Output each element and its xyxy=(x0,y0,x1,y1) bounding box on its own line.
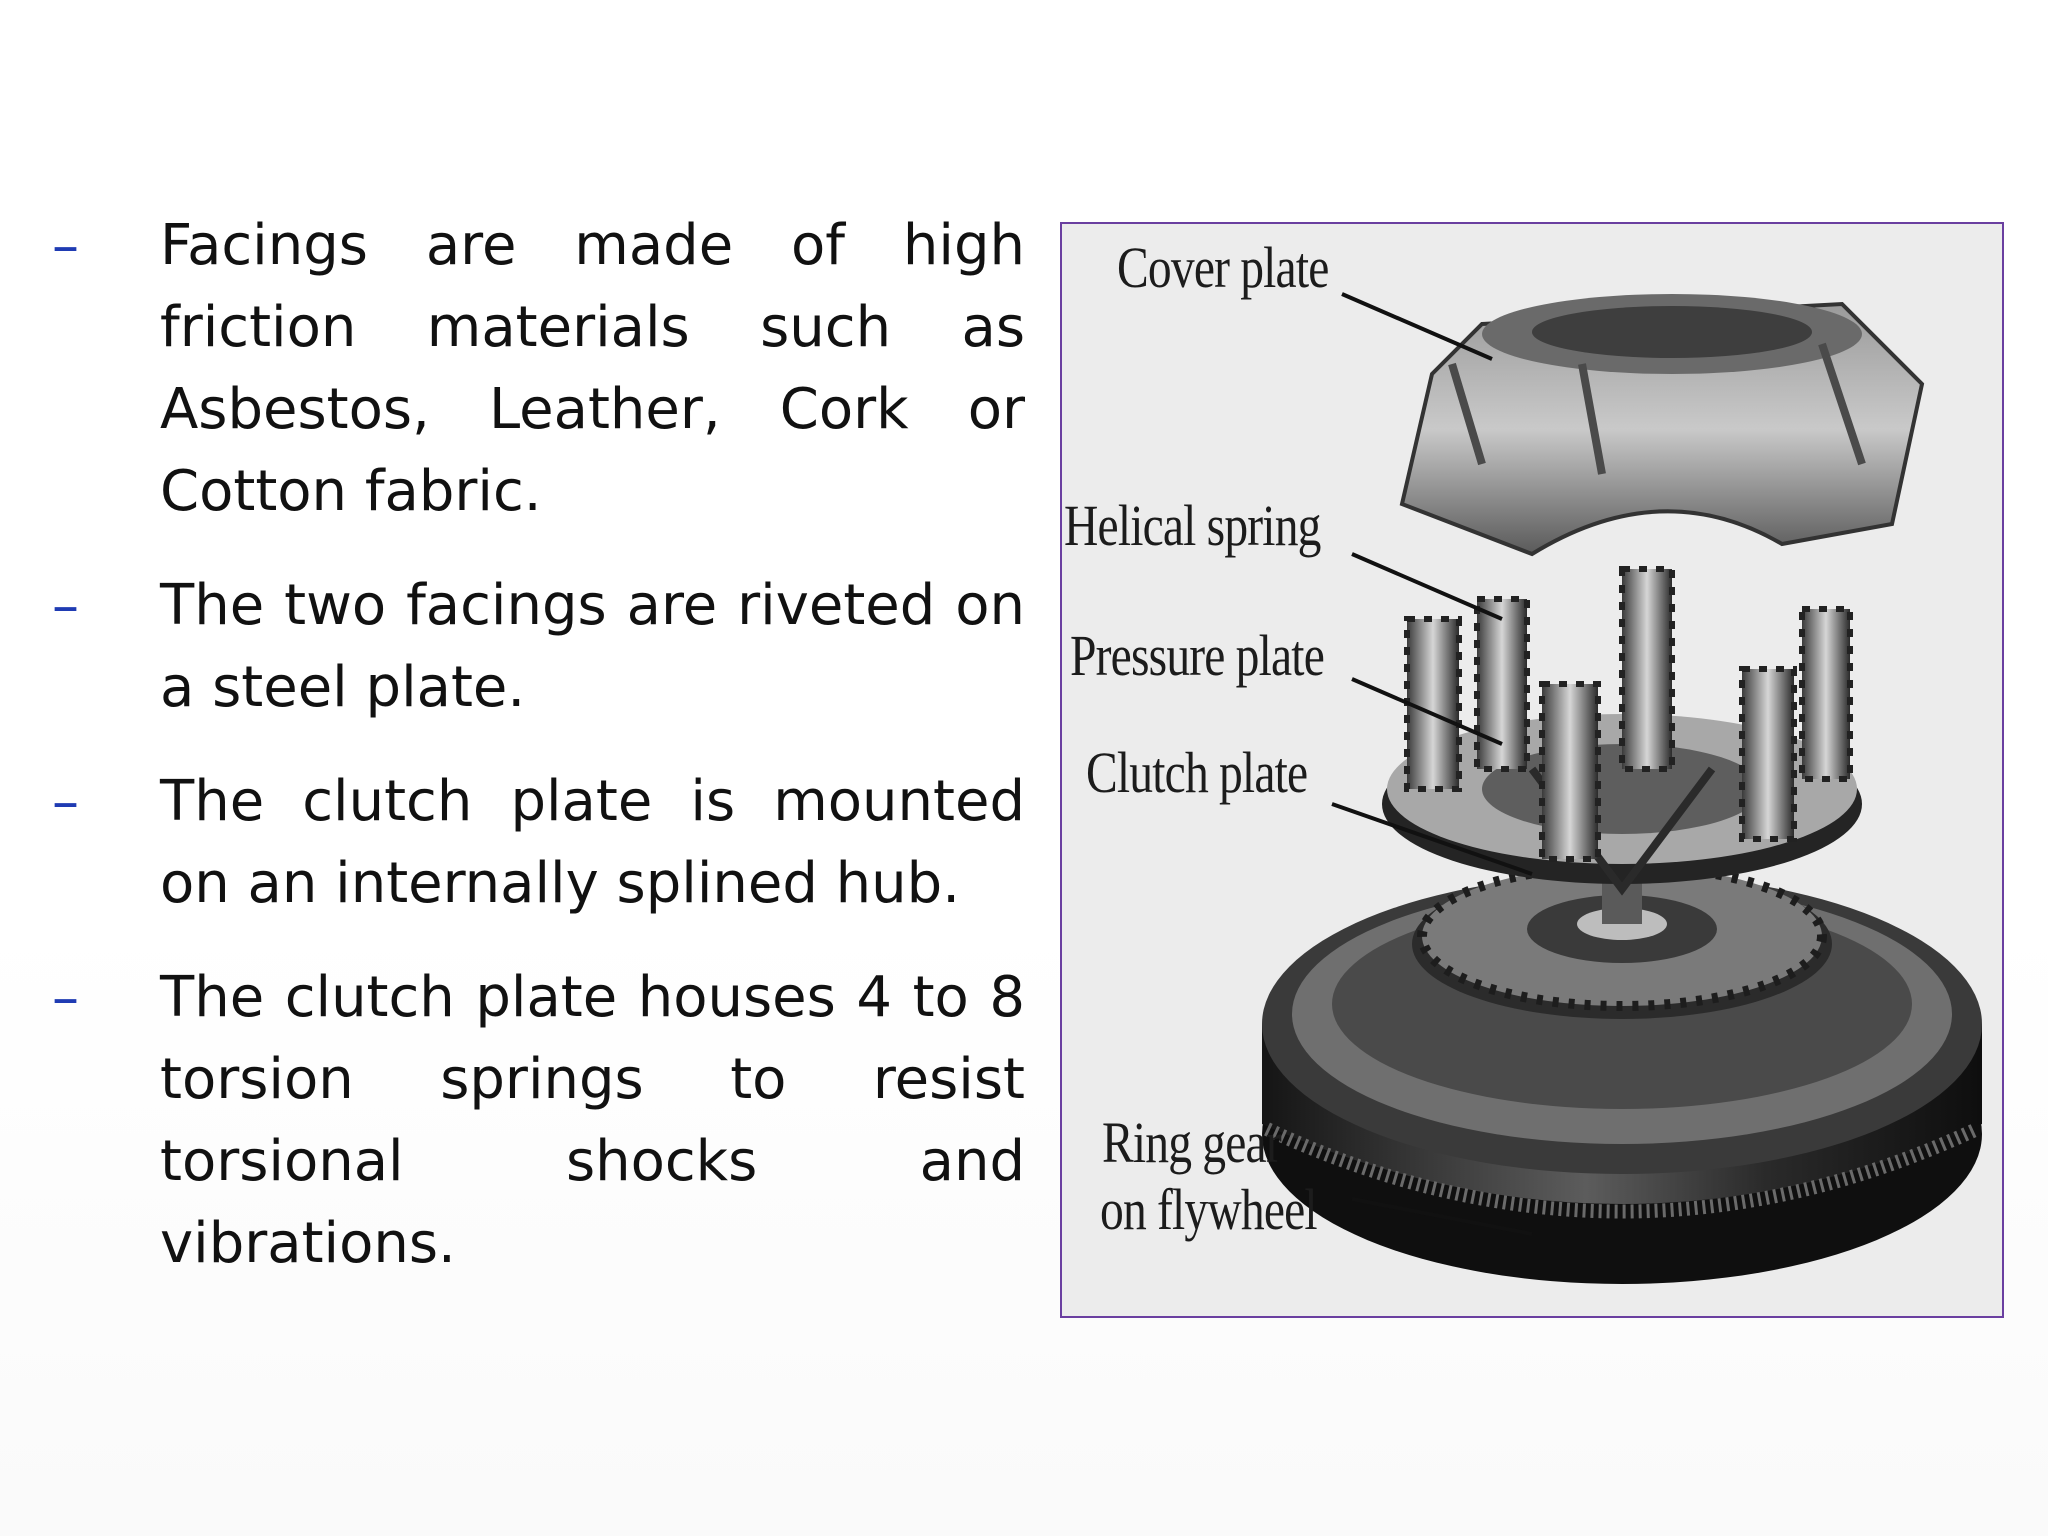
label-helical-spring: Helical spring xyxy=(1064,493,1321,558)
pressure-plate-leader xyxy=(1351,677,1503,746)
label-clutch-plate: Clutch plate xyxy=(1086,740,1308,805)
bullet-text: The clutch plate houses 4 to 8 torsion s… xyxy=(160,965,1025,1276)
label-ring-gear-line2: on flywheel xyxy=(1100,1177,1318,1242)
clutch-plate-leader xyxy=(1331,802,1533,876)
bullet-item: – Facings are made of high friction mate… xyxy=(50,205,1025,533)
bullet-list: – Facings are made of high friction mate… xyxy=(50,205,1025,1317)
bullet-dash-icon: – xyxy=(52,770,79,833)
leader-lines xyxy=(1331,292,1533,1236)
bullet-text: Facings are made of high friction materi… xyxy=(160,213,1025,524)
ring-gear-leader xyxy=(1351,1197,1533,1236)
cover-plate-leader xyxy=(1341,292,1493,361)
bullet-dash-icon: – xyxy=(52,966,79,1029)
bullet-text: The two facings are riveted on a steel p… xyxy=(160,573,1025,720)
clutch-plate-shape xyxy=(1412,844,1832,1019)
bullet-dash-icon: – xyxy=(52,574,79,637)
label-ring-gear-line1: Ring gear xyxy=(1102,1110,1282,1175)
bullet-dash-icon: – xyxy=(52,214,79,277)
cover-plate-shape xyxy=(1399,294,1925,557)
bullet-text: The clutch plate is mounted on an intern… xyxy=(160,769,1025,916)
label-pressure-plate: Pressure plate xyxy=(1070,623,1325,688)
clutch-assembly-illustration xyxy=(1262,292,1982,1284)
bullet-item: – The two facings are riveted on a steel… xyxy=(50,565,1025,729)
helical-spring-leader xyxy=(1351,552,1503,621)
label-cover-plate: Cover plate xyxy=(1117,235,1329,300)
bullet-item: – The clutch plate houses 4 to 8 torsion… xyxy=(50,957,1025,1285)
bullet-item: – The clutch plate is mounted on an inte… xyxy=(50,761,1025,925)
clutch-diagram-figure: Cover plate Helical spring Pressure plat… xyxy=(1060,222,2004,1318)
